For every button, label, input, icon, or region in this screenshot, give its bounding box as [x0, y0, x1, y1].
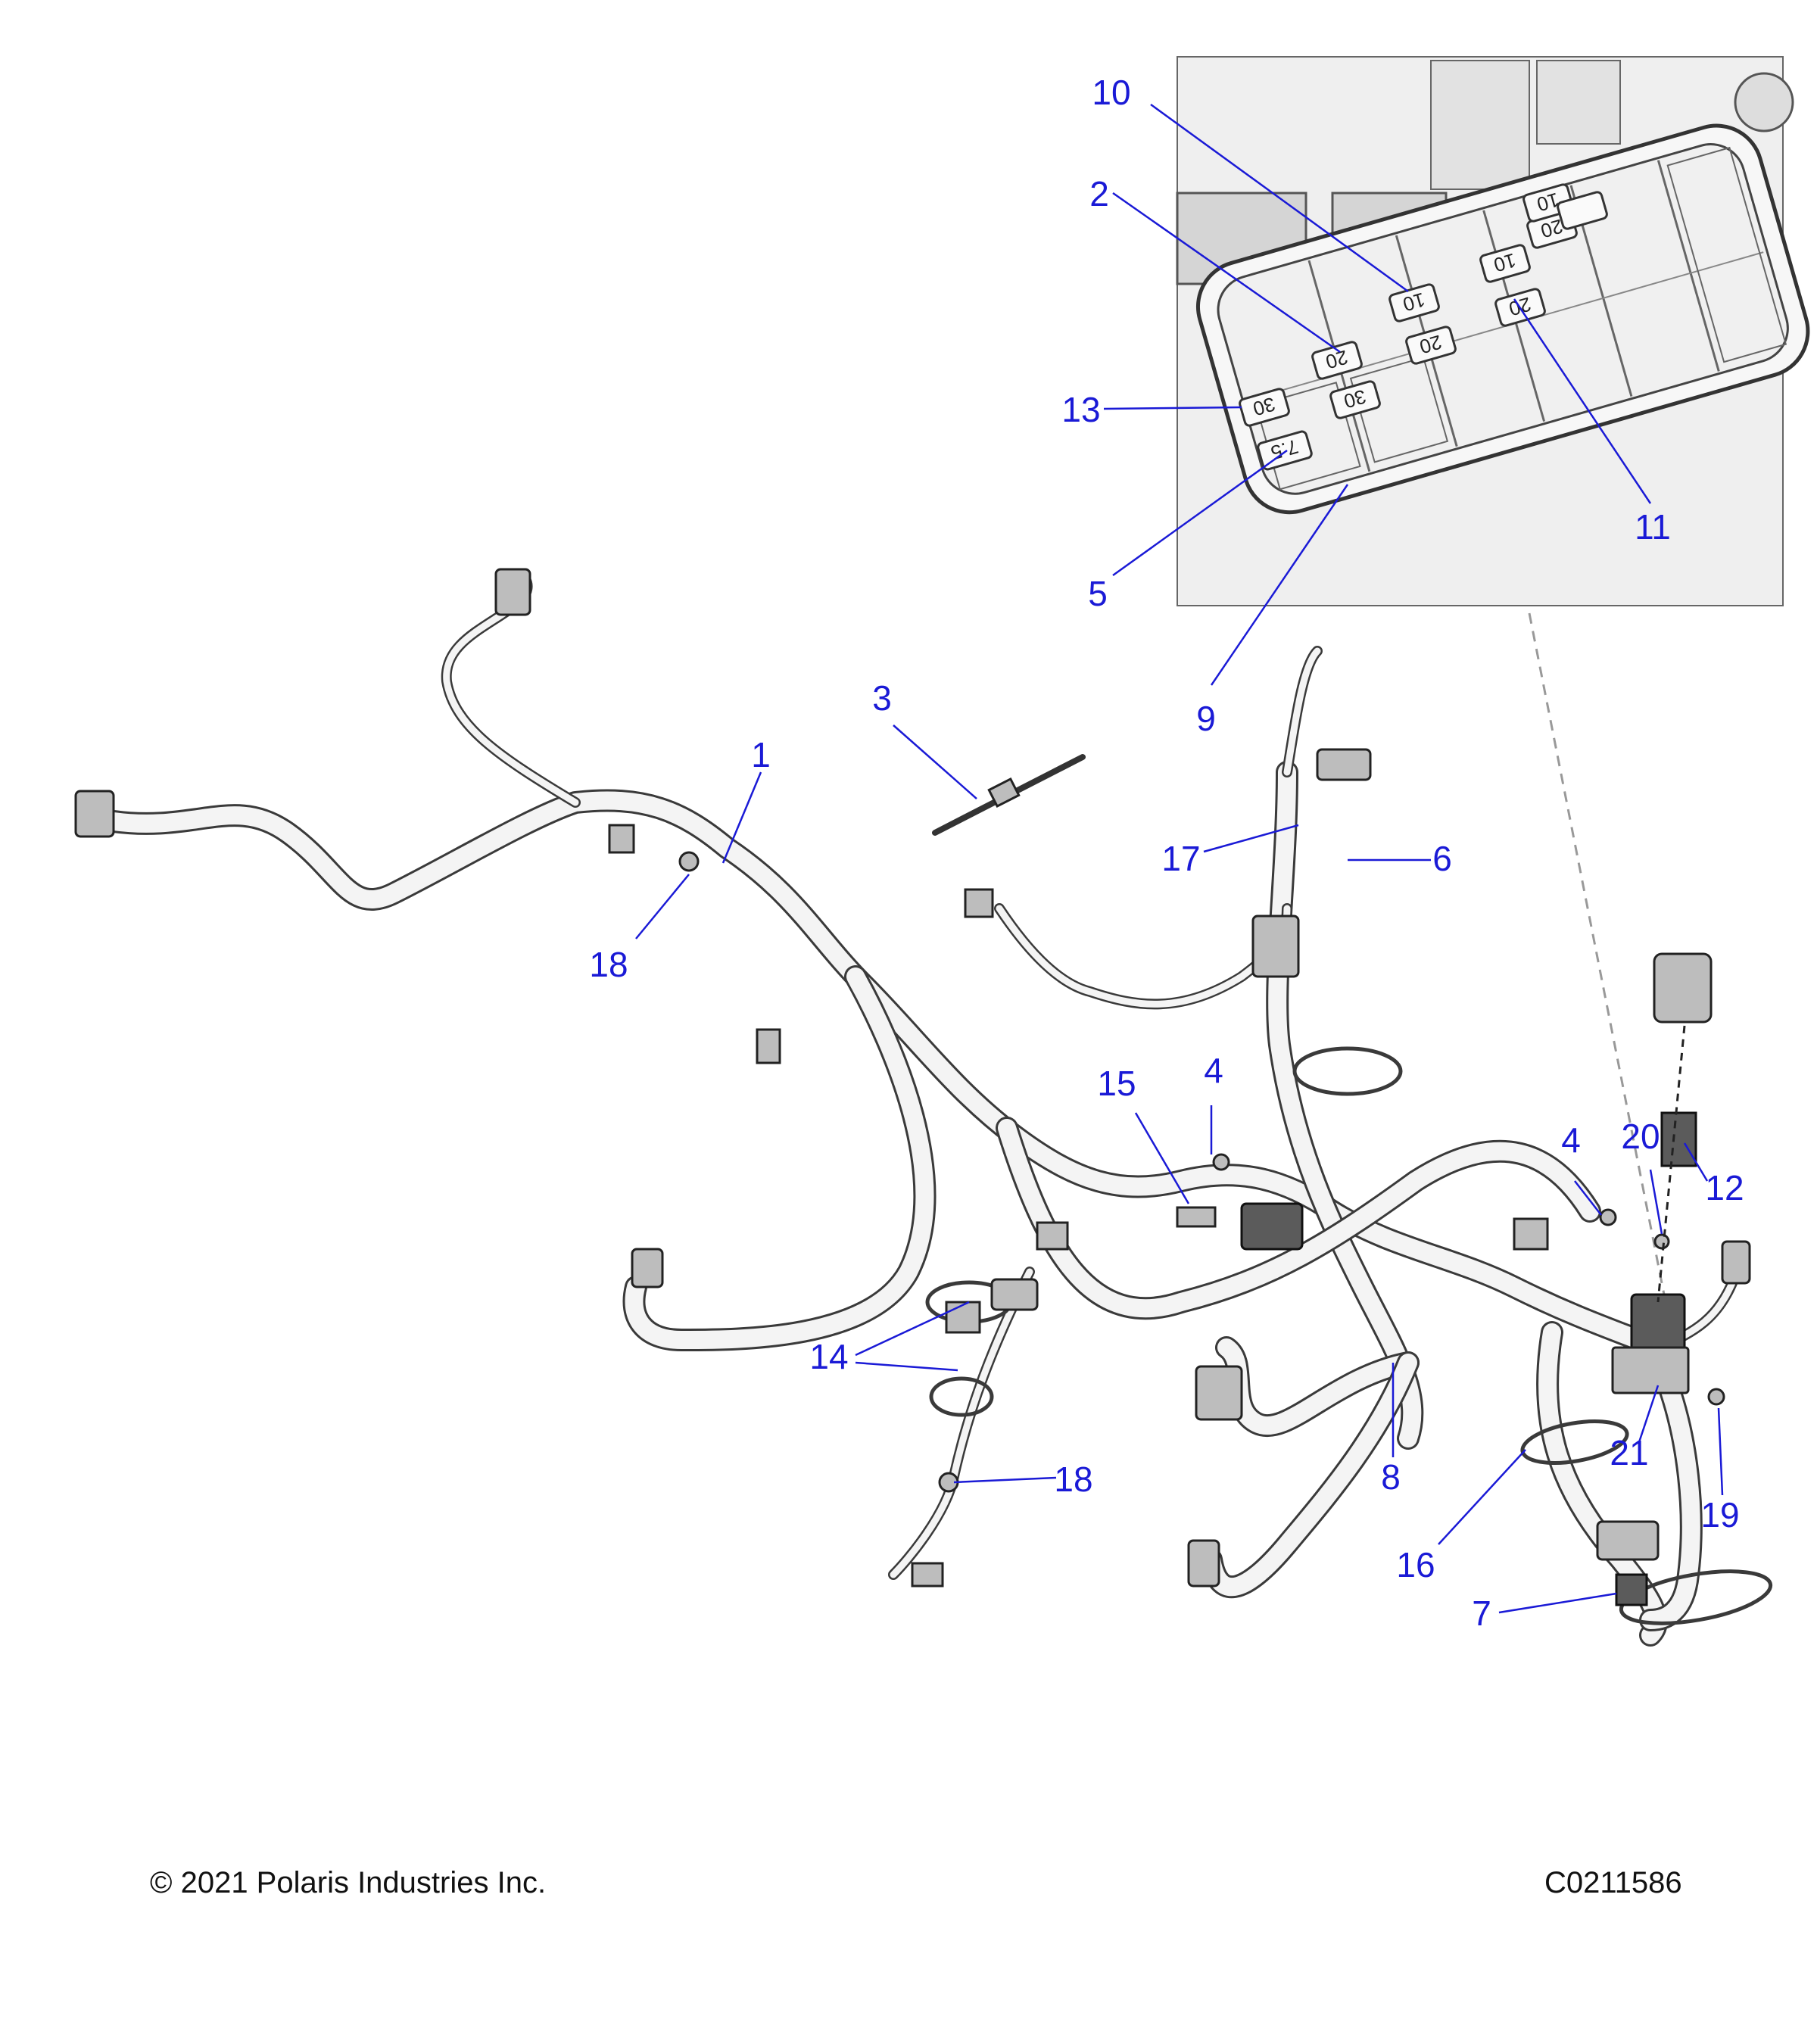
- callout-3: 3: [872, 678, 892, 718]
- callout-20: 20: [1621, 1117, 1660, 1156]
- lower-center-connector: [1195, 1365, 1243, 1421]
- callout-labels: 10 2 13 5 9 11 3 1 17 6 18 15 4 4 20 12 …: [589, 73, 1744, 1633]
- callout-14: 14: [809, 1337, 848, 1376]
- lower-left-connector: [631, 1248, 664, 1288]
- fuse-11: [1557, 191, 1608, 230]
- callout-4-right: 4: [1561, 1120, 1581, 1160]
- fuse-1: 10: [1388, 283, 1440, 322]
- fuse-cover-link: [1656, 1025, 1686, 1303]
- fuse-9: 7.5: [1257, 430, 1313, 471]
- right-connector: [1721, 1240, 1751, 1285]
- fuse-6: 20: [1311, 341, 1363, 380]
- callout-4-center: 4: [1204, 1051, 1223, 1090]
- callout-11: 11: [1635, 507, 1671, 547]
- ground-pigtail-connector: [756, 1028, 781, 1064]
- mid-left-connector: [990, 1278, 1039, 1311]
- nut-20: [1653, 1233, 1670, 1250]
- callout-19: 19: [1700, 1495, 1739, 1535]
- callout-2: 2: [1089, 174, 1109, 213]
- callout-9: 9: [1196, 699, 1216, 738]
- figure-id: C0211586: [1544, 1866, 1682, 1899]
- copyright-text: © 2021 Polaris Industries Inc.: [150, 1866, 547, 1899]
- screw-19: [1707, 1388, 1725, 1406]
- callout-21: 21: [1610, 1433, 1648, 1472]
- callout-18-upper: 18: [589, 945, 628, 984]
- callout-10: 10: [1092, 73, 1130, 112]
- fuse-7: 30: [1329, 380, 1381, 419]
- bottom-center-connector: [1187, 1539, 1220, 1588]
- top-relay-connector: [1316, 748, 1372, 781]
- fuse-box-cover: [1653, 952, 1713, 1024]
- mid-connector-b: [1036, 1221, 1069, 1251]
- fuse-8: 30: [1239, 388, 1290, 427]
- callout-5: 5: [1088, 574, 1108, 613]
- main-harness: [102, 570, 1773, 1647]
- fuse-box-bracket-21: [1611, 1346, 1690, 1394]
- fuse-2: 20: [1405, 326, 1457, 365]
- callout-1: 1: [751, 735, 771, 774]
- inset-link-line: [1528, 612, 1667, 1303]
- screw-4-right: [1599, 1208, 1617, 1226]
- upper-mid-connector: [964, 888, 994, 918]
- far-left-connector: [74, 790, 115, 838]
- top-left-connector: [494, 568, 531, 616]
- callout-13: 13: [1061, 390, 1100, 429]
- center-clip: [1176, 1206, 1217, 1228]
- clip-14: [945, 1301, 981, 1334]
- callout-12: 12: [1705, 1168, 1744, 1207]
- right-inline-connector: [1513, 1217, 1549, 1251]
- cable-tie-part-3: [932, 754, 1086, 836]
- left-inline-connector: [608, 824, 635, 854]
- fuse-3: 10: [1479, 244, 1531, 283]
- lower-left-terminal: [911, 1562, 944, 1588]
- callout-15: 15: [1097, 1064, 1136, 1103]
- callout-16: 16: [1396, 1545, 1435, 1584]
- center-bulkhead-connector: [1240, 1202, 1304, 1251]
- callout-8: 8: [1381, 1457, 1401, 1497]
- callout-6: 6: [1432, 839, 1452, 878]
- leader-lines: [635, 103, 1724, 1614]
- callout-7: 7: [1472, 1594, 1491, 1633]
- callout-18-lower: 18: [1054, 1460, 1092, 1499]
- callout-17: 17: [1161, 839, 1200, 878]
- screw-4-center: [1212, 1153, 1230, 1171]
- fuse-set-12: [1660, 1111, 1697, 1167]
- fuse-box-inset: 10 20 10 20 20 20 30 30: [1176, 56, 1810, 606]
- bottom-right-connector: [1615, 1573, 1648, 1606]
- harness-connectors: [74, 568, 1751, 1606]
- center-module: [1251, 915, 1300, 978]
- push-rivet-18-upper: [678, 851, 700, 872]
- lower-right-connector: [1596, 1520, 1660, 1561]
